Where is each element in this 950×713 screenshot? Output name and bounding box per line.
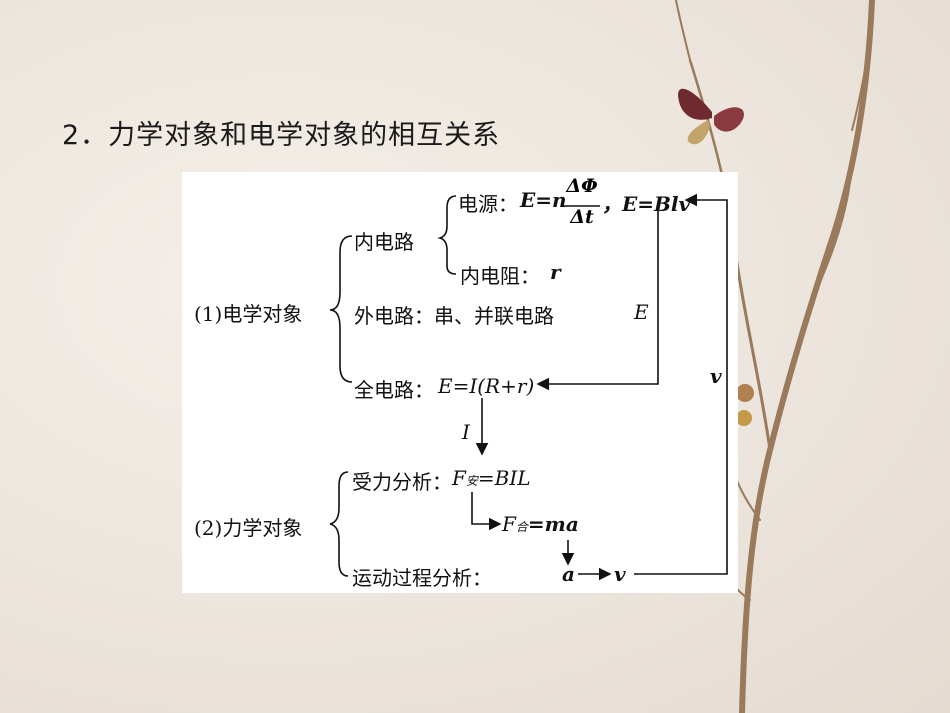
brace-electric	[329, 235, 353, 383]
full-circuit-label: 全电路：	[354, 378, 434, 402]
motion-analysis-label: 运动过程分析：	[352, 566, 492, 590]
brace-inner	[437, 195, 457, 275]
outer-circuit-label: 外电路：串、并联电路	[354, 304, 554, 328]
source-prefix: 电源：	[458, 192, 518, 216]
internal-resistance-symbol: r	[550, 260, 561, 284]
fraction-denominator: Δt	[570, 206, 594, 228]
fraction-numerator: ΔΦ	[566, 175, 598, 197]
internal-resistance-label: 内电阻：	[460, 264, 540, 288]
net-force-expression: F合=ma	[502, 512, 579, 536]
force-symbol: F安=BIL	[452, 466, 531, 490]
arrow-v-label: v	[710, 364, 722, 388]
arrow-e-label: E	[634, 300, 649, 324]
inner-circuit-label: 内电路	[354, 230, 414, 254]
acceleration-symbol: a	[562, 562, 575, 586]
page-title: 2．力学对象和电学对象的相互关系	[62, 120, 501, 151]
flower-bud-icon	[736, 384, 754, 426]
source-formula-b: ，E=Blv	[602, 192, 691, 216]
mechanics-object-label: (2)力学对象	[194, 516, 303, 540]
arrow-i-label: I	[462, 420, 470, 444]
relationship-diagram: (1)电学对象 内电路 电源： E=n ΔΦ Δt ，E=Blv 内电阻： r …	[182, 172, 738, 593]
arrow-e	[536, 210, 659, 391]
force-analysis-label: 受力分析：	[352, 470, 452, 494]
electric-object-label: (1)电学对象	[194, 302, 303, 326]
diagram-connectors	[329, 193, 728, 581]
full-circuit-formula: E=I(R+r)	[438, 374, 535, 398]
arrow-v	[634, 193, 728, 575]
arrow-force-net	[471, 492, 502, 531]
butterfly-icon	[678, 88, 744, 145]
brace-mechanics	[329, 471, 349, 577]
source-formula-a: E=n	[520, 188, 567, 212]
velocity-symbol: v	[614, 562, 626, 586]
